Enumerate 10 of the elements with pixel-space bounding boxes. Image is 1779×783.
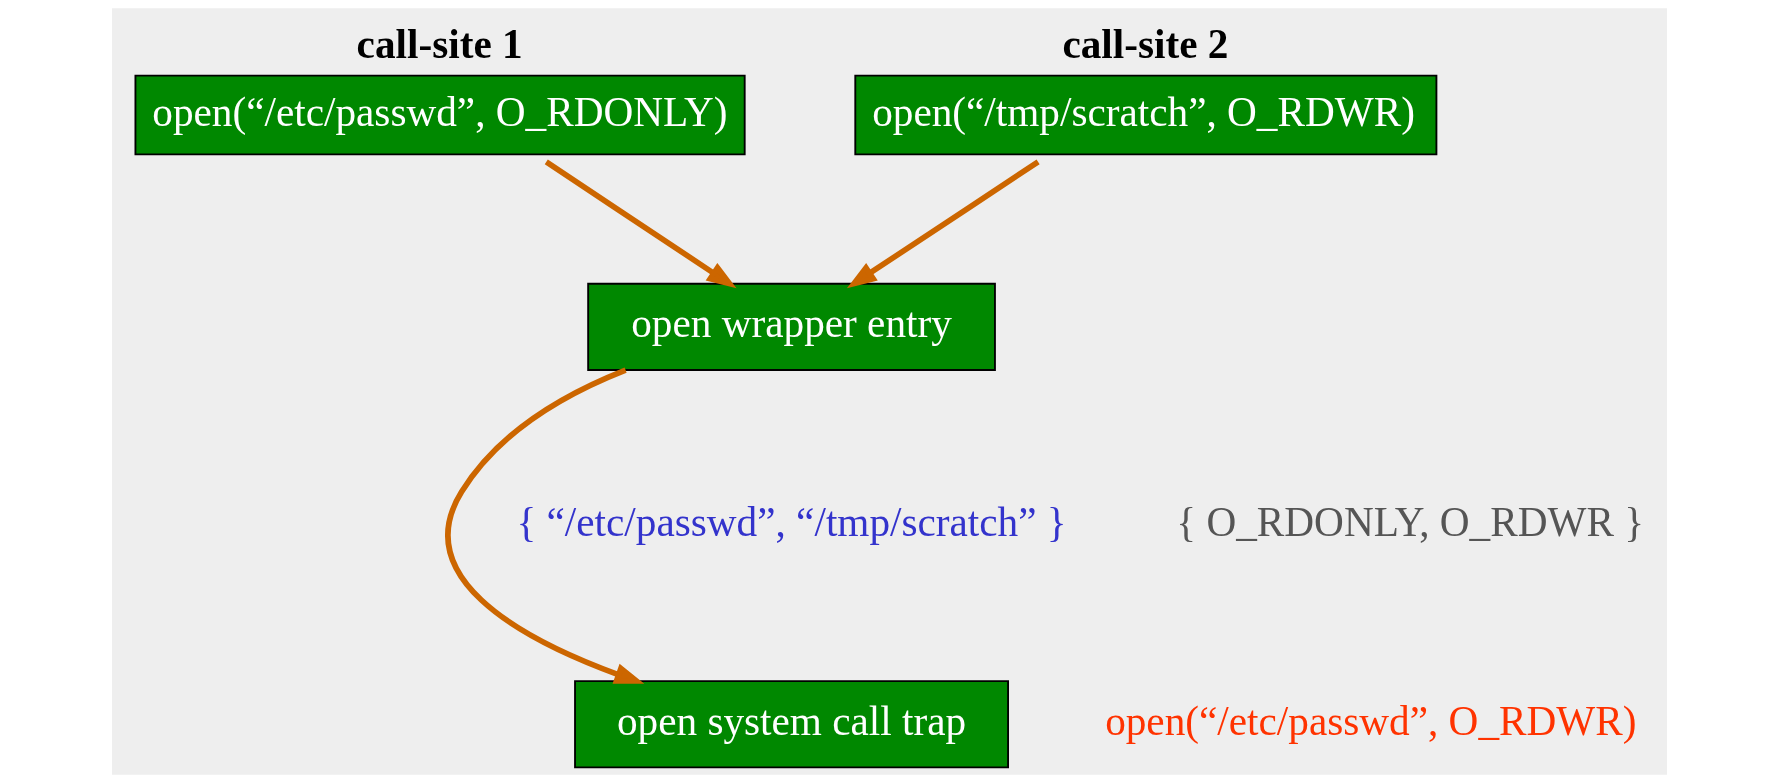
arrow <box>445 367 645 684</box>
label: { “/etc/passwd”, “/tmp/scratch” } <box>516 499 1067 546</box>
node-box: open system call trap <box>574 680 1009 769</box>
node-label: open(“/etc/passwd”, O_RDWR) <box>1105 697 1637 744</box>
node-label: call-site 1 <box>356 21 523 67</box>
label: { O_RDONLY, O_RDWR } <box>1176 499 1645 546</box>
node-label: call-site 2 <box>1062 21 1229 67</box>
node-box: open wrapper entry <box>587 282 996 371</box>
arrow <box>846 159 1040 289</box>
arrow <box>544 159 737 289</box>
